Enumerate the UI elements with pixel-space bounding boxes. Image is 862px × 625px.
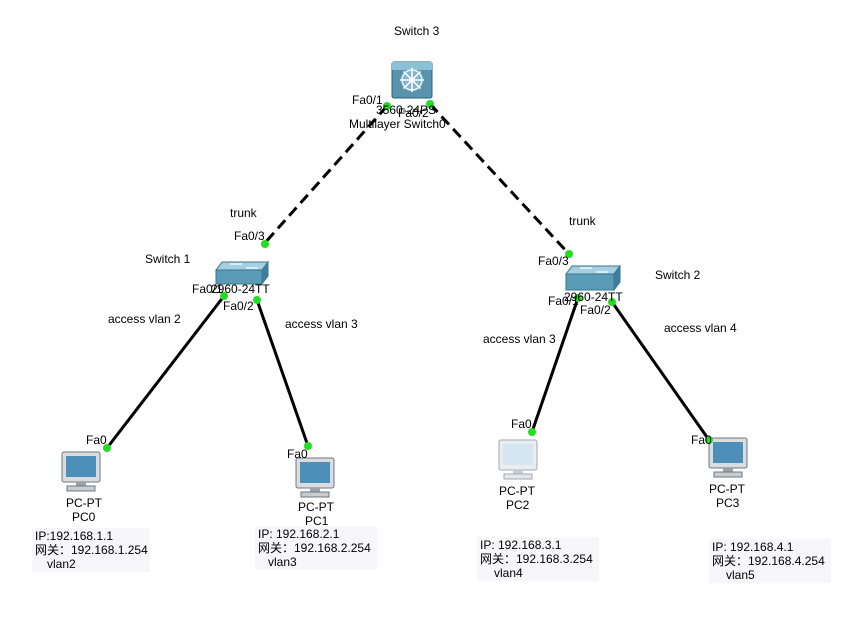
pc1-type: PC-PT (298, 500, 334, 514)
pc1-port: Fa0 (287, 447, 308, 461)
switch2-icon[interactable] (565, 264, 621, 292)
access-label-pc2: access vlan 3 (483, 332, 556, 346)
pc1-ip: IP: 192.168.2.1 (258, 527, 340, 541)
pc0-vlan: vlan2 (47, 557, 76, 571)
pc1-icon[interactable] (295, 457, 335, 498)
pc0-type: PC-PT (66, 496, 102, 510)
pc2-ip: IP: 192.168.3.1 (480, 538, 562, 552)
switch2-port-fa0-1: Fa0/1 (548, 294, 579, 308)
trunk-label-left: trunk (230, 206, 257, 220)
link-pc0[interactable] (105, 295, 226, 449)
port-dot (304, 442, 312, 450)
port-dot (565, 250, 573, 258)
pc0-info-note: IP:192.168.1.1 网关：192.168.1.254 vlan2 (32, 528, 150, 572)
pc0-port: Fa0 (86, 433, 107, 447)
switch2-model: 2960-24TT (564, 290, 623, 304)
pc0-ip: IP:192.168.1.1 (35, 529, 114, 543)
pc0-gateway: 网关：192.168.1.254 (35, 543, 148, 557)
pc2-type: PC-PT (499, 484, 535, 498)
port-dot (261, 240, 269, 248)
link-pc2[interactable] (530, 297, 580, 433)
port-dot (383, 102, 391, 110)
switch3-label: Switch 3 (394, 24, 440, 38)
port-dot (220, 292, 228, 300)
trunk-link-right[interactable] (428, 102, 571, 256)
pc2-vlan: vlan4 (494, 566, 523, 580)
pc0-icon[interactable] (61, 451, 101, 492)
port-dot (608, 298, 616, 306)
switch3-port-fa0-1: Fa0/1 (352, 93, 383, 107)
pc3-type: PC-PT (709, 482, 745, 496)
port-dot (253, 296, 261, 304)
pc1-info-note: IP: 192.168.2.1 网关：192.168.2.254 vlan3 (255, 526, 377, 570)
port-dot (574, 294, 582, 302)
port-dot (528, 428, 536, 436)
trunk-label-right: trunk (569, 214, 596, 228)
port-dot (426, 100, 434, 108)
pc2-info-note: IP: 192.168.3.1 网关：192.168.3.254 vlan4 (477, 537, 599, 581)
multilayer-switch-icon[interactable] (391, 61, 433, 99)
pc1-vlan: vlan3 (268, 555, 297, 569)
pc1-name: PC1 (305, 514, 329, 528)
pc3-ip: IP: 192.168.4.1 (712, 540, 794, 554)
link-pc3[interactable] (610, 301, 711, 441)
switch3-device-name: Multilayer Switch0 (349, 117, 446, 131)
switch2-port-fa0-3: Fa0/3 (538, 254, 569, 268)
switch2-label: Switch 2 (655, 268, 701, 282)
switch3-model: 3560-24PS (376, 103, 437, 117)
pc3-icon[interactable] (708, 437, 748, 478)
port-dot (705, 436, 713, 444)
pc2-icon[interactable] (498, 439, 538, 480)
switch1-model: 2960-24TT (211, 282, 270, 296)
link-pc1[interactable] (255, 299, 310, 447)
pc2-port: Fa0 (511, 417, 532, 431)
switch1-port-fa0-3: Fa0/3 (234, 229, 265, 243)
pc3-vlan: vlan5 (726, 568, 755, 582)
switch1-port-fa0-2: Fa0/2 (223, 299, 254, 313)
switch1-label: Switch 1 (145, 252, 191, 266)
pc0-name: PC0 (72, 510, 96, 524)
pc3-gateway: 网关：192.168.4.254 (712, 554, 825, 568)
pc2-name: PC2 (506, 498, 530, 512)
switch1-icon[interactable] (215, 260, 269, 286)
pc3-info-note: IP: 192.168.4.1 网关：192.168.4.254 vlan5 (709, 539, 831, 583)
access-label-pc1: access vlan 3 (285, 317, 358, 331)
access-label-pc0: access vlan 2 (108, 312, 181, 326)
switch1-port-fa0-1: Fa0/1 (192, 282, 223, 296)
pc3-port: Fa0 (691, 433, 712, 447)
pc1-gateway: 网关：192.168.2.254 (258, 541, 371, 555)
pc2-gateway: 网关：192.168.3.254 (480, 552, 593, 566)
switch3-port-fa0-2: Fa0/2 (398, 106, 429, 120)
port-dot (103, 444, 111, 452)
pc3-name: PC3 (716, 496, 740, 510)
access-label-pc3: access vlan 4 (664, 321, 737, 335)
trunk-link-left[interactable] (262, 105, 389, 245)
switch2-port-fa0-2: Fa0/2 (580, 303, 611, 317)
